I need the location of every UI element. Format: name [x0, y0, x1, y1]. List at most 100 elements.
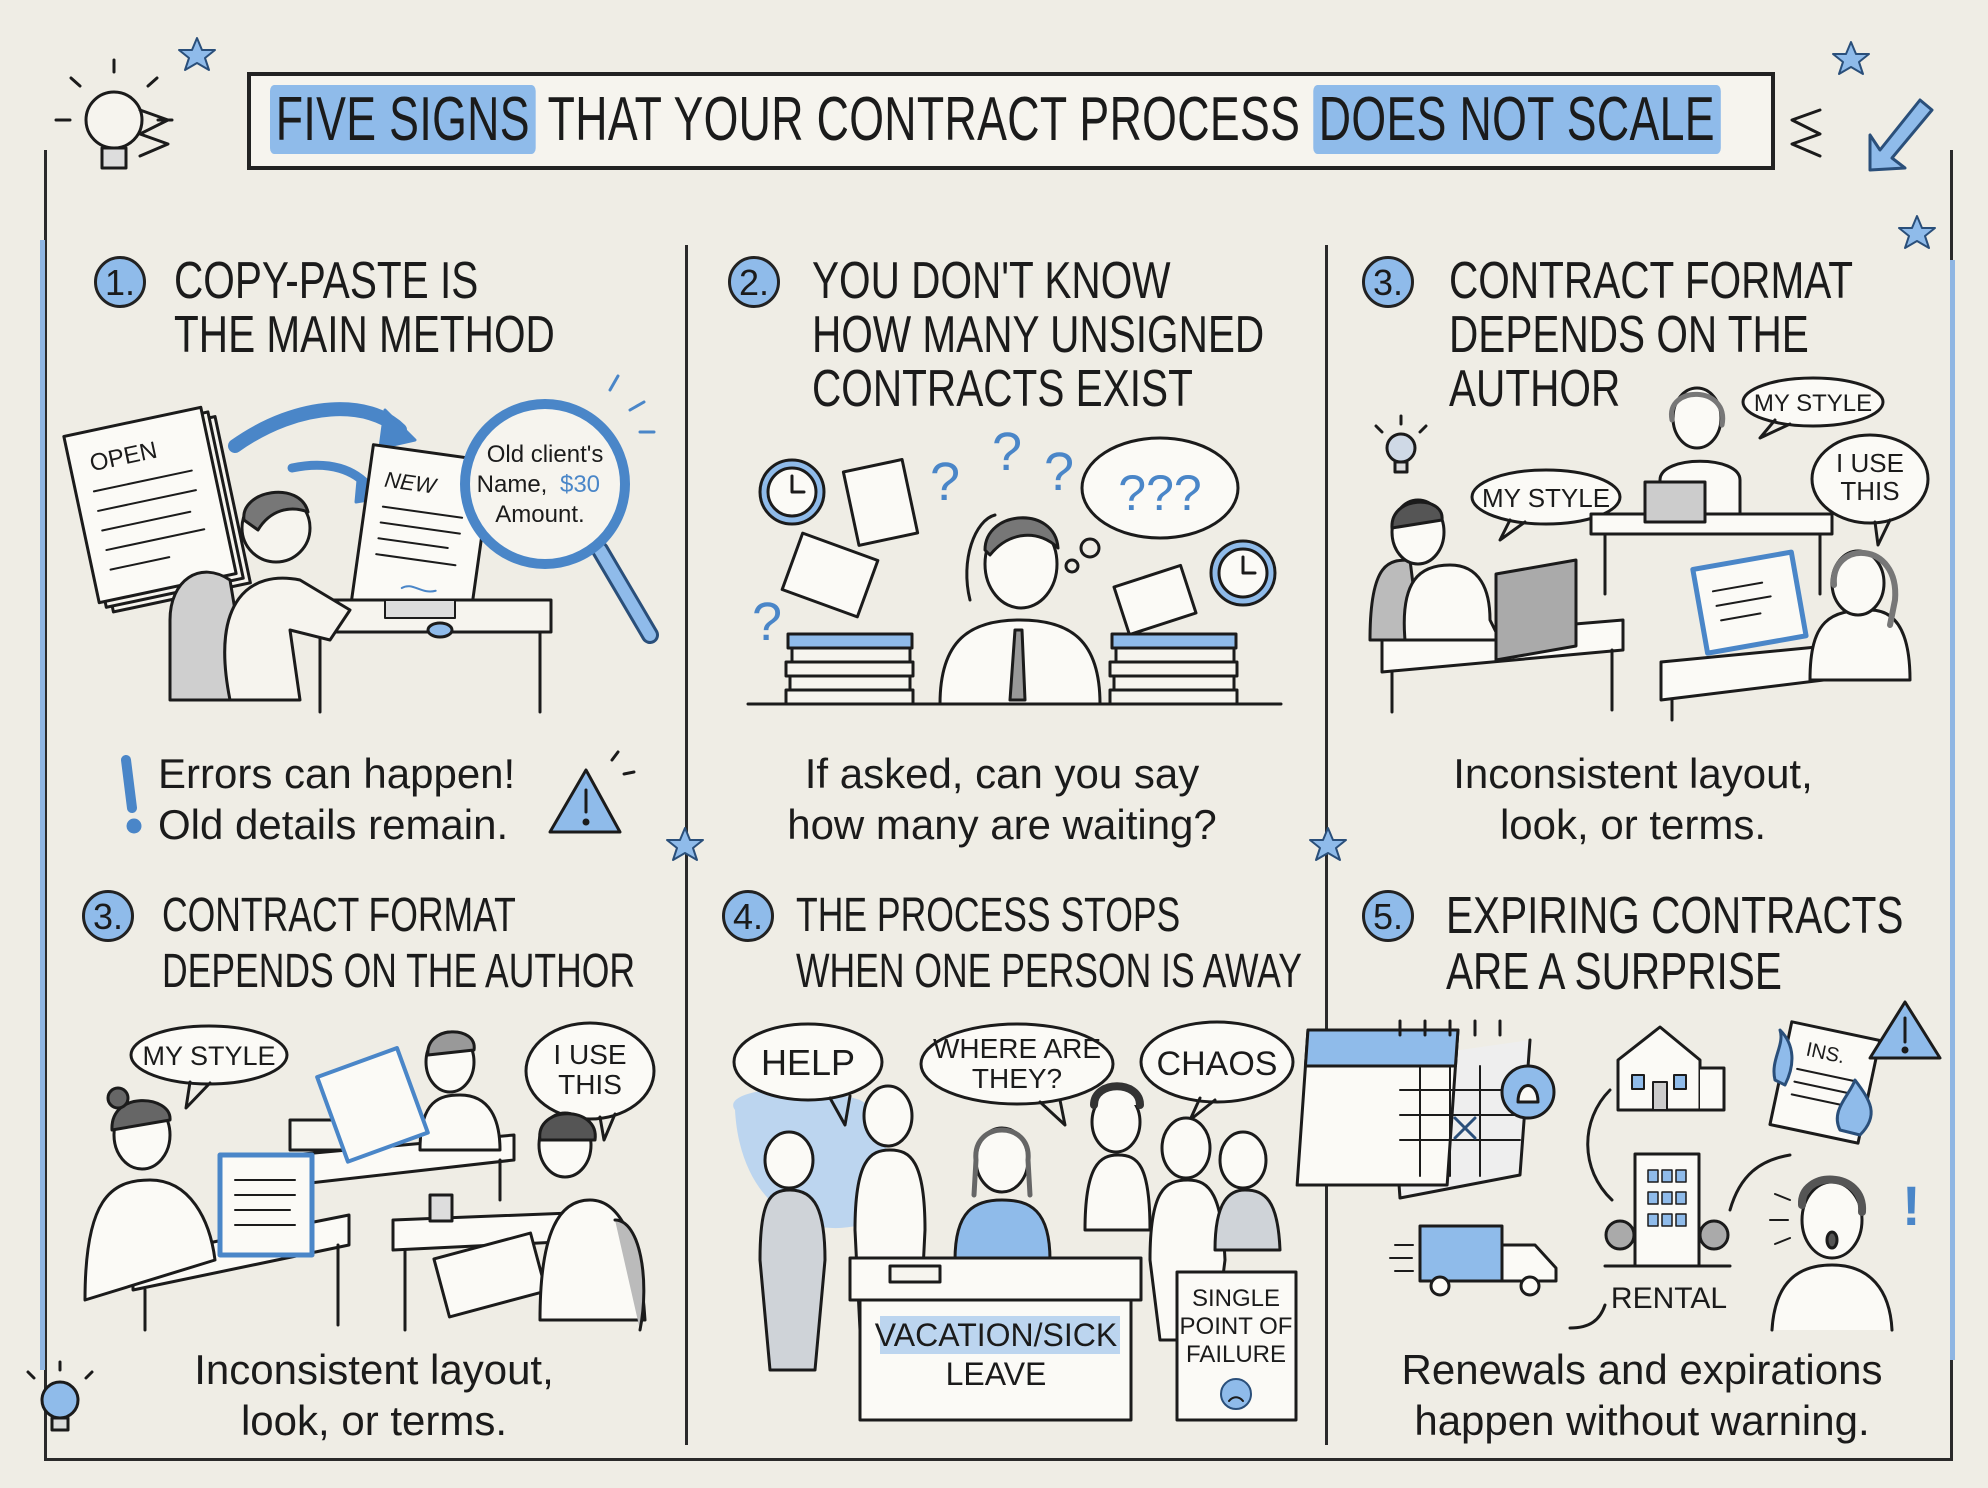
bubble-text: THIS	[1840, 476, 1899, 506]
panel-1-illustration: OPEN NEW Old client's Name, $30 Amount.	[62, 374, 659, 834]
bubble-text: I USE	[553, 1039, 626, 1070]
title-middle: THAT YOUR CONTRACT PROCESS	[547, 85, 1301, 154]
page-title: FIVE SIGNS THAT YOUR CONTRACT PROCESS DO…	[270, 84, 1721, 155]
caption-line: Errors can happen!	[158, 750, 516, 797]
insurance-document: INS.	[1768, 1020, 1882, 1145]
coworker-right	[1659, 549, 1912, 722]
paper-stack	[784, 632, 915, 706]
calendar-icon	[1295, 1019, 1556, 1200]
truck-icon	[1389, 1224, 1558, 1297]
title-highlight-right: DOES NOT SCALE	[1313, 85, 1721, 154]
caption-line: Inconsistent layout,	[194, 1346, 554, 1393]
magnifier-line: Old client's	[487, 441, 604, 468]
heading-line: THE MAIN METHOD	[174, 306, 555, 364]
star-icon	[178, 37, 1936, 861]
rental-label: RENTAL	[1611, 1282, 1727, 1315]
coworker-top	[288, 1030, 516, 1202]
magnifier-line: Name,	[477, 471, 548, 498]
paper-stack	[1108, 632, 1239, 706]
heading-line: CONTRACT FORMAT	[162, 889, 516, 942]
speech-bubble: MY STYLE	[129, 1024, 289, 1110]
heading-line: DEPENDS ON THE AUTHOR	[162, 945, 636, 998]
caption-line: Old details remain.	[158, 801, 509, 848]
coworker-middle	[1589, 386, 1834, 596]
flow-arrow	[1728, 1153, 1792, 1212]
speech-bubble: I USE THIS	[524, 1021, 656, 1142]
desk-sign-text: VACATION/SICK	[875, 1317, 1117, 1353]
heading-line: AUTHOR	[1449, 360, 1621, 418]
panel-1-number: 1.	[94, 256, 146, 308]
caption-line: Renewals and expirations	[1401, 1346, 1883, 1393]
speech-bubble: I USE THIS	[1810, 433, 1930, 547]
panel-3-illustration: MY STYLE MY STYLE I USE THIS	[1368, 376, 1930, 722]
fire-icon	[1835, 1078, 1873, 1137]
worker-at-desk	[168, 490, 553, 714]
alert-mark: !	[1902, 1174, 1921, 1237]
caption-line: happen without warning.	[1414, 1397, 1870, 1444]
warning-icon	[548, 750, 636, 834]
panel-2-heading: YOU DON'T KNOW HOW MANY UNSIGNED CONTRAC…	[812, 254, 1264, 416]
panel-5-illustration: HELP WHERE ARE THEY? CHAOS	[732, 1020, 1298, 1422]
coworker-left	[83, 1086, 351, 1332]
bubble-text: THIS	[558, 1069, 622, 1100]
panel-2-number: 2.	[728, 256, 780, 308]
bubble-text: THEY?	[972, 1063, 1062, 1094]
heading-line: ARE A SURPRISE	[1446, 943, 1782, 1001]
thought-text: ???	[1118, 465, 1201, 521]
question-mark-icon: ?	[992, 422, 1022, 482]
panel-4-caption: Inconsistent layout, look, or terms.	[194, 1344, 554, 1446]
house-icon	[1616, 1025, 1726, 1112]
desk-sign-text: LEAVE	[946, 1356, 1047, 1392]
confused-worker	[938, 513, 1102, 706]
panel-6-illustration: INS. RENTAL	[1295, 1000, 1942, 1332]
exclamation-icon	[121, 755, 142, 834]
question-mark-icon: ?	[1044, 442, 1074, 502]
speech-bubble-where: WHERE ARE THEY?	[919, 1022, 1115, 1127]
pen-cup	[428, 1193, 454, 1223]
speech-bubble-chaos: CHAOS	[1139, 1020, 1295, 1122]
failure-sign-text: SINGLE	[1192, 1285, 1280, 1312]
magnifier-icon: Old client's Name, $30 Amount.	[460, 374, 659, 644]
question-marks: ? ? ? ?	[752, 422, 1074, 652]
panel-1-caption: Errors can happen! Old details remain.	[158, 748, 515, 850]
caption-line: If asked, can you say	[804, 750, 1200, 797]
heading-line: EXPIRING CONTRACTS	[1446, 887, 1904, 945]
panel-6-caption: Renewals and expirations happen without …	[1402, 1344, 1883, 1446]
panel-3-caption: Inconsistent layout, look, or terms.	[1453, 748, 1813, 850]
empty-desk: VACATION/SICK LEAVE	[848, 1256, 1143, 1422]
lightbulb-icon	[26, 1360, 94, 1432]
coworker-left	[1368, 498, 1625, 714]
speech-bubble-help: HELP	[732, 1022, 884, 1127]
failure-sign-text: FAILURE	[1186, 1341, 1286, 1368]
bubble-text: MY STYLE	[1754, 390, 1872, 417]
panel-1-heading: COPY-PASTE IS THE MAIN METHOD	[174, 254, 555, 362]
heading-line: COPY-PASTE IS	[174, 252, 479, 310]
heading-line: CONTRACT FORMAT	[1449, 252, 1854, 310]
thought-bubble: ???	[1064, 436, 1240, 574]
absent-colleague	[953, 1126, 1052, 1262]
panel-5-number: 4.	[722, 890, 774, 942]
panel-4-heading: CONTRACT FORMAT DEPENDS ON THE AUTHOR	[162, 888, 635, 1000]
heading-line: CONTRACTS EXIST	[812, 360, 1193, 418]
flow-arrow	[1568, 1303, 1607, 1330]
warning-icon	[1868, 1000, 1942, 1060]
speech-bubble: MY STYLE	[1470, 468, 1622, 542]
question-mark-icon: ?	[930, 452, 960, 512]
flow-arrow	[1586, 1088, 1614, 1202]
failure-sign: SINGLE POINT OF FAILURE	[1175, 1270, 1298, 1422]
panel-4-number: 3.	[82, 890, 134, 942]
panel-2-illustration: ? ? ? ? ???	[746, 422, 1283, 706]
bubble-text: I USE	[1836, 448, 1904, 478]
failure-sign-text: POINT OF	[1180, 1313, 1293, 1340]
bubble-text: CHAOS	[1157, 1045, 1278, 1083]
clock-icon	[758, 458, 826, 526]
frame-accent-right	[1950, 260, 1955, 1360]
panel-3-heading: CONTRACT FORMAT DEPENDS ON THE AUTHOR	[1449, 254, 1853, 416]
bubble-text: MY STYLE	[1482, 483, 1610, 513]
copy-arrow	[228, 402, 407, 453]
caption-line: look, or terms.	[240, 1397, 508, 1444]
lightbulb-icon	[54, 58, 174, 170]
coworker-right	[391, 1111, 647, 1332]
panel-4-illustration: MY STYLE I USE THIS	[83, 1021, 656, 1332]
